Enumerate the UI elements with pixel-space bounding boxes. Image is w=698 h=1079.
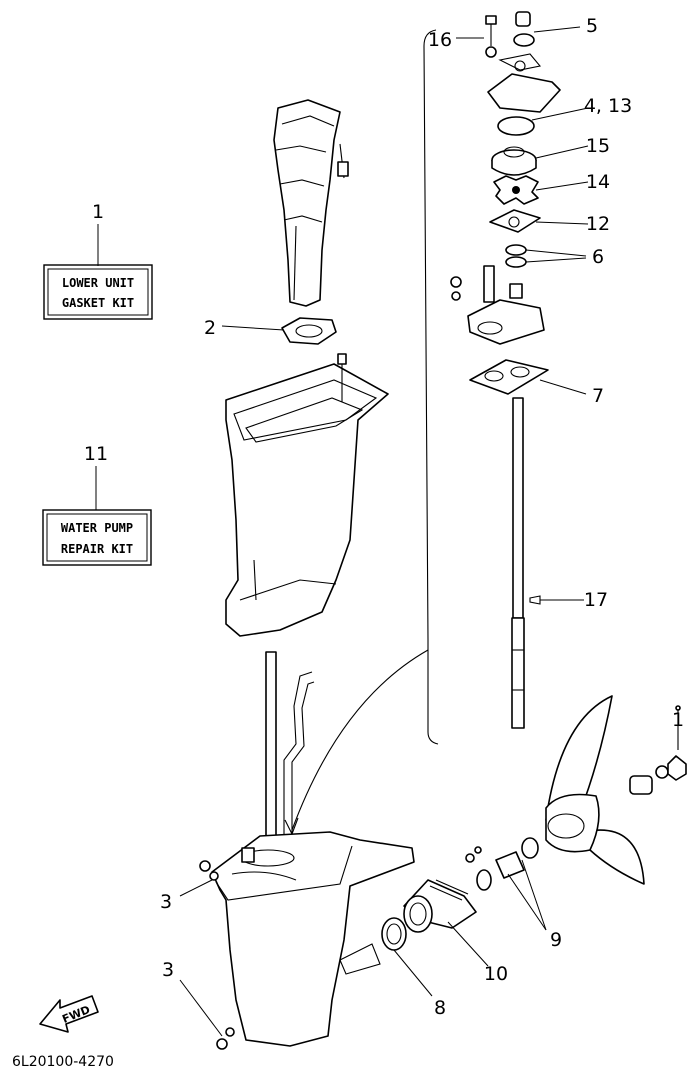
prop-nut-part: [629, 705, 687, 795]
kit-line2-water-pump: REPAIR KIT: [61, 542, 133, 556]
bearing-part-9: [465, 846, 525, 891]
propeller-part: [545, 695, 645, 885]
callout-9: 9: [550, 929, 562, 951]
callout-1-prop: 1: [672, 709, 684, 731]
callout-4-13: 4, 13: [584, 95, 632, 117]
callout-3b: 3: [162, 959, 174, 981]
gasket-part-2: [281, 317, 337, 345]
kit-line1-lower-unit: LOWER UNIT: [62, 276, 134, 290]
callout-5: 5: [586, 15, 598, 37]
pump-base-part: [450, 265, 545, 345]
callout-3a: 3: [160, 891, 172, 913]
callout-8: 8: [434, 997, 446, 1019]
kit-ref-lower-unit: 1: [92, 201, 104, 223]
kit-ref-water-pump: 11: [84, 443, 108, 465]
bolt-part-3b: [216, 1027, 235, 1050]
insert-cartridge-part-15: [491, 146, 537, 176]
kit-line2-lower-unit: GASKET KIT: [62, 296, 134, 310]
callouts: 16 5 4, 13 15 14 12 6 7 17 2 3 3 8 9 10 …: [160, 15, 684, 1019]
pump-housing-part: [487, 53, 561, 113]
leader-lines: [179, 26, 589, 1037]
o-ring-part-8: [381, 917, 407, 951]
water-pump-repair-kit: 11 WATER PUMP REPAIR KIT: [42, 443, 152, 566]
lower-unit-gasket-kit: 1 LOWER UNIT GASKET KIT: [43, 201, 153, 320]
propeller-shaft-housing-part-10: [403, 879, 477, 933]
bolt-part-16: [485, 15, 497, 58]
callout-2: 2: [204, 317, 216, 339]
water-tube-part: [265, 651, 315, 844]
upper-casing-part: [225, 353, 389, 637]
o-ring-part-4-13: [497, 116, 535, 136]
bolt-part-3a: [199, 860, 219, 881]
outer-plate-part-12: [489, 209, 541, 233]
callout-16: 16: [428, 29, 452, 51]
group-bracket: [423, 29, 439, 745]
grommet-part-5: [513, 11, 535, 47]
callout-17: 17: [584, 589, 608, 611]
seal-part-6: [505, 244, 527, 268]
callout-10: 10: [484, 963, 508, 985]
lower-casing-part: [211, 831, 415, 1047]
drive-shaft-part: [511, 397, 541, 729]
kit-line1-water-pump: WATER PUMP: [61, 521, 133, 535]
assembly-arrow-line: [291, 649, 429, 831]
callout-6: 6: [592, 246, 604, 268]
diagram-code: 6L20100-4270: [12, 1054, 114, 1070]
callout-7: 7: [592, 385, 604, 407]
callout-14: 14: [586, 171, 610, 193]
thrust-washer-part: [521, 837, 539, 859]
callout-12: 12: [586, 213, 610, 235]
exhaust-guide-part: [273, 99, 349, 307]
gasket-part-7: [469, 359, 549, 395]
impeller-part-14: [493, 175, 539, 205]
callout-15: 15: [586, 135, 610, 157]
fwd-arrow-icon: FWD: [39, 995, 99, 1033]
